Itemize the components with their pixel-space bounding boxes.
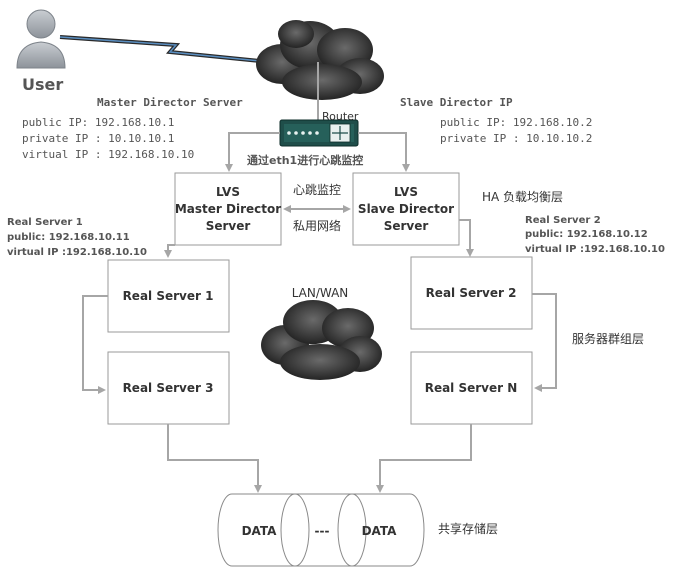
real-server-n-label: Real Server N bbox=[425, 381, 518, 395]
master-info-title: Master Director Server bbox=[97, 96, 243, 109]
slave-private-ip: private IP : 10.10.10.2 bbox=[440, 132, 592, 145]
real-server-n-box bbox=[410, 351, 533, 425]
slave-info-title: Slave Director IP bbox=[400, 96, 513, 109]
router-to-slave-arrow bbox=[358, 132, 410, 172]
lvs-master-line3: Server bbox=[206, 219, 251, 233]
lightning-link-icon bbox=[59, 35, 271, 64]
real-server-3-label: Real Server 3 bbox=[123, 381, 214, 395]
real-server-2-label: Real Server 2 bbox=[426, 286, 517, 300]
rs2-info-title: Real Server 2 bbox=[525, 215, 601, 226]
private-network-label: 私用网络 bbox=[293, 218, 341, 233]
rs3-to-storage-arrow bbox=[167, 424, 262, 493]
router-to-master-arrow bbox=[225, 132, 280, 172]
lvs-master-line1: LVS bbox=[216, 185, 240, 199]
real-server-2-box bbox=[410, 256, 533, 330]
heartbeat-label: 心跳监控 bbox=[293, 183, 341, 197]
lvs-master-box bbox=[174, 172, 282, 246]
rs2-to-rsn-arrow bbox=[532, 293, 557, 392]
real-server-1-box bbox=[107, 259, 230, 333]
server-cluster-label: 服务器群组层 bbox=[572, 331, 644, 346]
lan-wan-label: LAN/WAN bbox=[292, 286, 349, 300]
heartbeat-eth1-label: 通过eth1进行心跳监控 bbox=[247, 153, 363, 167]
rsn-to-storage-arrow bbox=[376, 424, 472, 493]
real-server-1-label: Real Server 1 bbox=[123, 289, 214, 303]
lan-wan-cloud-icon bbox=[261, 300, 382, 380]
lvs-slave-line3: Server bbox=[384, 219, 429, 233]
shared-storage-label: 共享存储层 bbox=[438, 521, 498, 536]
rs1-info-title: Real Server 1 bbox=[7, 217, 83, 228]
storage-array bbox=[217, 493, 425, 567]
rs1-to-rs3-arrow bbox=[82, 295, 108, 394]
master-virtual-ip: virtual IP : 192.168.10.10 bbox=[22, 148, 194, 161]
user-label: User bbox=[22, 75, 63, 94]
lvs-slave-box bbox=[352, 172, 460, 246]
ha-layer-label: HA 负载均衡层 bbox=[482, 190, 563, 204]
slave-public-ip: public IP: 192.168.10.2 bbox=[440, 116, 592, 129]
rs2-info-virtual: virtual IP :192.168.10.10 bbox=[525, 244, 665, 255]
master-public-ip: public IP: 192.168.10.1 bbox=[22, 116, 174, 129]
lvs-slave-line2: Slave Director bbox=[358, 202, 454, 216]
lvs-slave-line1: LVS bbox=[394, 185, 418, 199]
lvs-master-line2: Master Director bbox=[175, 202, 281, 216]
storage-data-1: DATA bbox=[242, 524, 278, 538]
internet-cloud-icon bbox=[256, 20, 384, 100]
router-icon bbox=[279, 119, 359, 147]
rs1-info-public: public: 192.168.10.11 bbox=[7, 232, 130, 243]
rs2-info-public: public: 192.168.10.12 bbox=[525, 229, 648, 240]
slave-to-rs2-arrow bbox=[459, 219, 474, 257]
storage-dots: --- bbox=[315, 524, 330, 538]
user-icon bbox=[16, 9, 66, 69]
storage-data-2: DATA bbox=[362, 524, 398, 538]
router-label: Router bbox=[322, 110, 359, 123]
master-private-ip: private IP : 10.10.10.1 bbox=[22, 132, 174, 145]
master-to-rs1-arrow bbox=[164, 244, 175, 258]
rs1-info-virtual: virtual IP :192.168.10.10 bbox=[7, 247, 147, 258]
